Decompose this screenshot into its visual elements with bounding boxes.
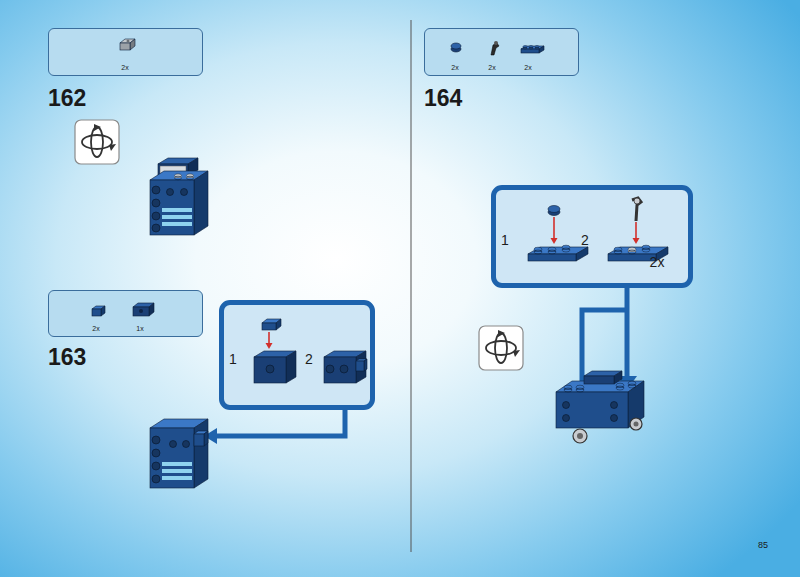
- stripe: [162, 476, 192, 480]
- stud: [628, 247, 636, 254]
- side-stud: [611, 402, 618, 409]
- wheel: [573, 429, 587, 443]
- brick: [584, 371, 622, 384]
- stud: [614, 247, 622, 254]
- brick: [92, 306, 105, 316]
- part-count: 2x: [121, 64, 128, 71]
- stripe: [162, 462, 192, 466]
- side-stud: [152, 436, 160, 444]
- part-illustration: [224, 305, 370, 405]
- side-stud: [326, 365, 334, 373]
- callout-box: 12: [219, 300, 375, 410]
- brick: [120, 39, 135, 50]
- red-arrow: [551, 217, 558, 244]
- page-number: 85: [758, 541, 768, 550]
- page-divider: [411, 20, 412, 552]
- side-stud: [152, 475, 160, 483]
- side-stud: [167, 189, 174, 196]
- stud: [642, 245, 650, 252]
- red-arrow: [633, 222, 640, 244]
- step-number: 164: [424, 87, 462, 110]
- part-illustration: [496, 190, 688, 283]
- stripe: [162, 222, 192, 226]
- callout-number: 2x: [650, 255, 665, 269]
- side-stud: [340, 365, 348, 373]
- part-count: 2x: [451, 64, 458, 71]
- brick: [521, 46, 544, 53]
- rotate-icon: [75, 120, 119, 164]
- wheel: [630, 418, 642, 430]
- side-stud: [266, 365, 274, 373]
- side-stud: [611, 415, 618, 422]
- side-stud: [152, 186, 160, 194]
- brick: [194, 431, 208, 446]
- part-count: 2x: [524, 64, 531, 71]
- side-stud: [152, 449, 160, 457]
- brick: [254, 351, 296, 383]
- stud: [628, 381, 636, 388]
- callout-arrow: [204, 410, 345, 444]
- wheel: [634, 422, 639, 427]
- callout-number: 1: [229, 352, 237, 366]
- side-stud: [152, 212, 160, 220]
- side-stud: [181, 189, 188, 196]
- part-count: 2x: [92, 325, 99, 332]
- side-stud: [563, 402, 570, 409]
- parts-box: 2x: [48, 28, 203, 76]
- step-number: 162: [48, 87, 86, 110]
- part-illustration: [425, 29, 578, 75]
- brick: [133, 303, 154, 316]
- brick: [150, 171, 208, 235]
- stud: [548, 247, 556, 254]
- stud: [564, 385, 572, 392]
- stud: [529, 46, 533, 49]
- side-stud: [152, 224, 160, 232]
- stud: [535, 46, 539, 49]
- part-count: 2x: [488, 64, 495, 71]
- parts-box: 2x 2x 2x: [424, 28, 579, 76]
- brick: [262, 319, 281, 330]
- side-stud: [563, 415, 570, 422]
- step-number: 163: [48, 346, 86, 369]
- stripe: [162, 469, 192, 473]
- stud: [534, 247, 542, 254]
- stud: [175, 174, 182, 180]
- brick: [150, 419, 208, 488]
- red-arrow: [266, 332, 273, 349]
- stud: [576, 385, 584, 392]
- brick: [528, 247, 588, 261]
- brick: [356, 359, 367, 371]
- callout-number: 1: [501, 233, 509, 247]
- callout-box: 1 2 2x: [491, 185, 693, 288]
- callout-number: 2: [581, 233, 589, 247]
- side-stud: [152, 199, 160, 207]
- side-stud: [152, 462, 160, 470]
- stripe: [162, 208, 192, 212]
- brick: [324, 351, 366, 383]
- side-stud: [183, 441, 190, 448]
- wheel: [577, 433, 583, 439]
- part-count: 1x: [136, 325, 143, 332]
- stud: [187, 174, 194, 180]
- side-stud: [170, 441, 177, 448]
- stripe: [162, 215, 192, 219]
- parts-box: 2x 1x: [48, 290, 203, 337]
- stud: [616, 383, 624, 390]
- rotate-icon: [479, 326, 523, 370]
- part-illustration: [49, 291, 202, 336]
- stud: [562, 245, 570, 252]
- stud: [523, 46, 527, 49]
- callout-number: 2: [305, 352, 313, 366]
